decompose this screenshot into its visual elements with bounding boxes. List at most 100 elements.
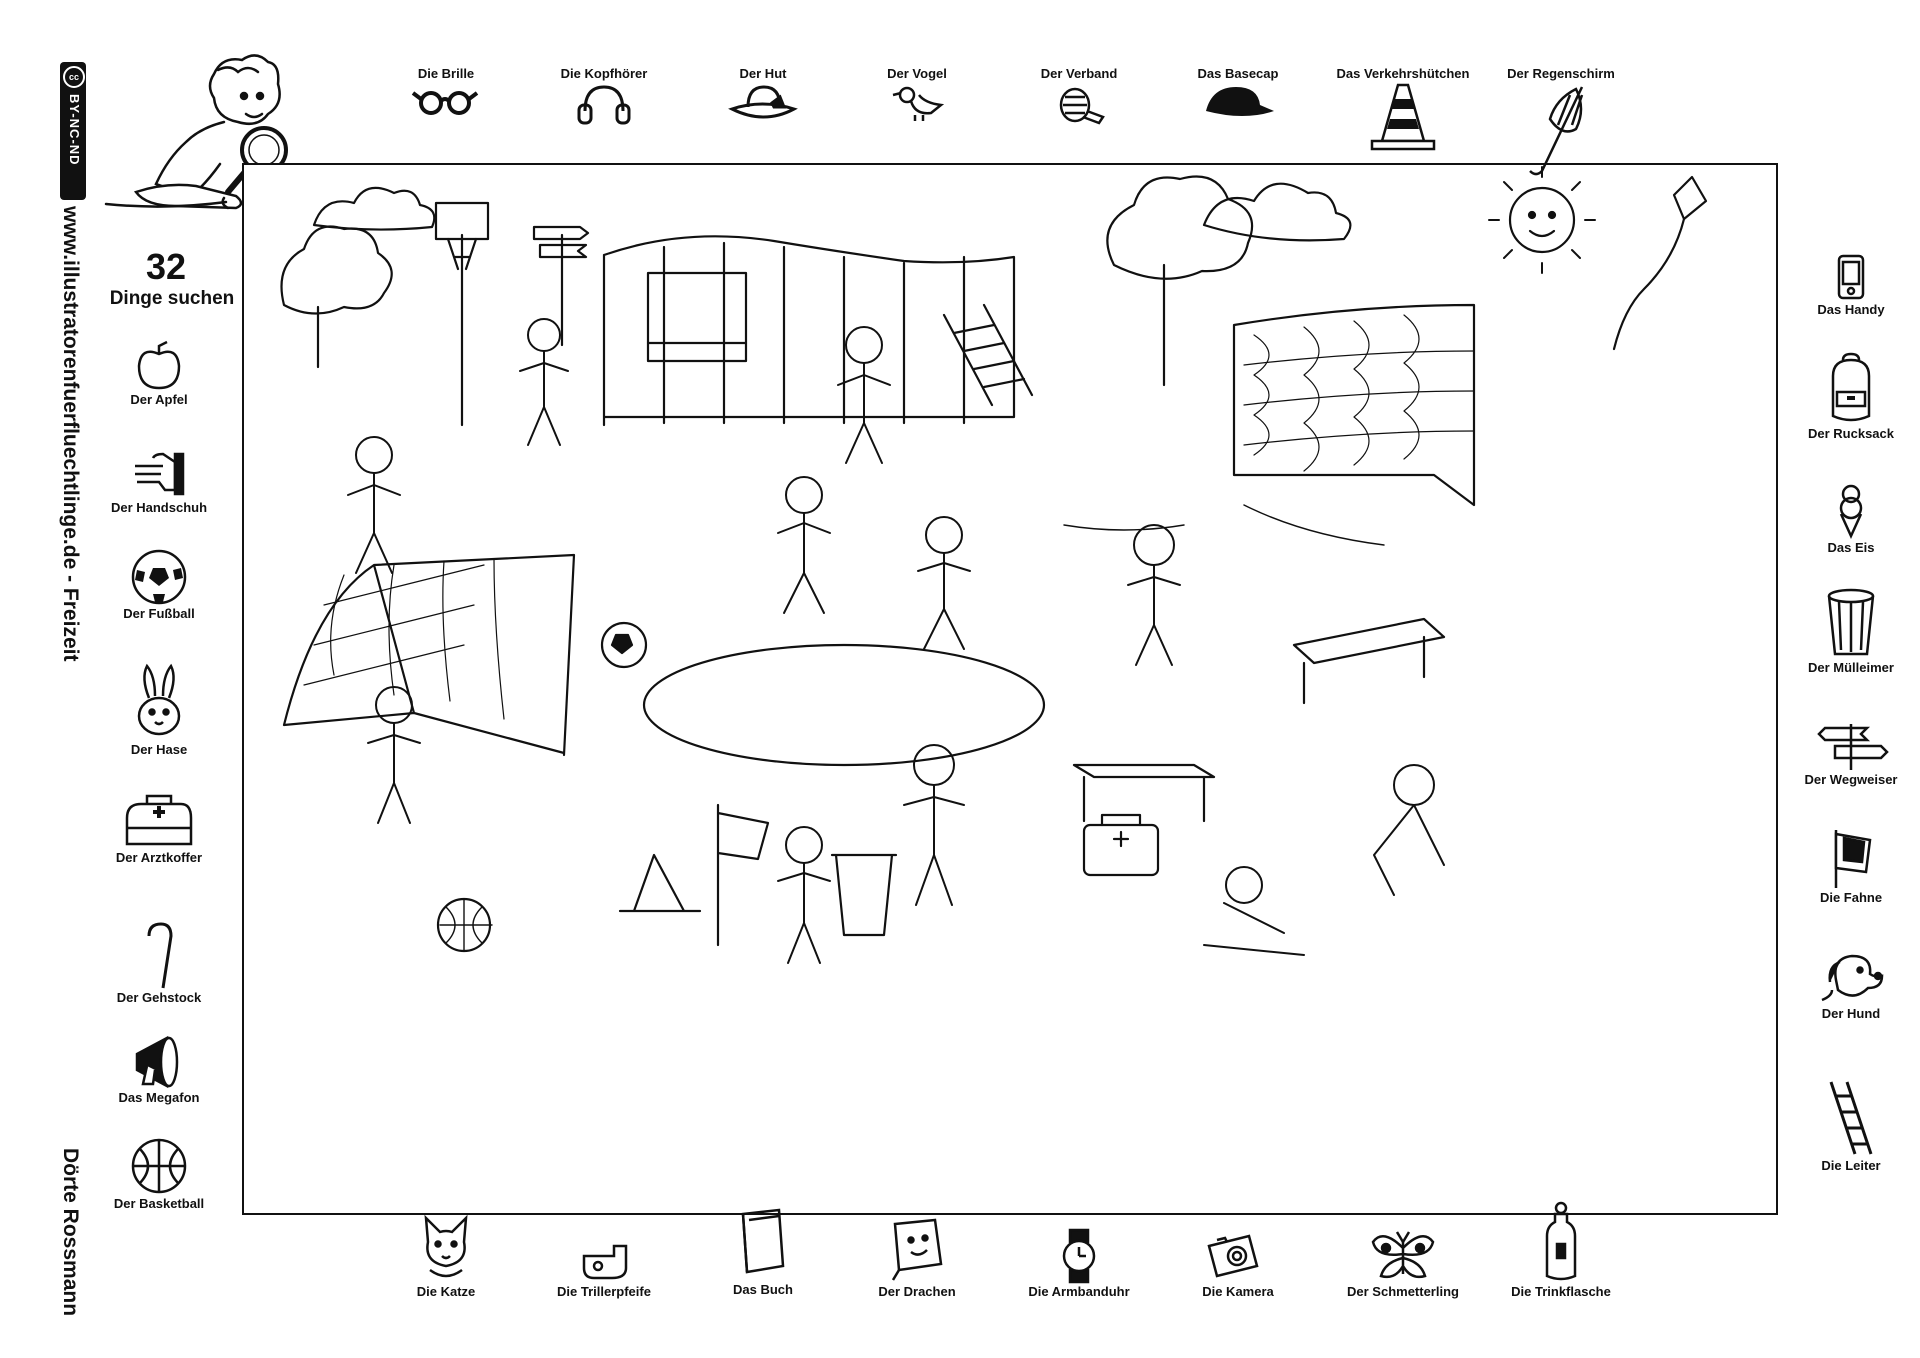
camera-icon bbox=[1207, 1234, 1259, 1278]
item-label: Die Brille bbox=[417, 66, 475, 81]
item-label: Die Leiter bbox=[1821, 1158, 1881, 1173]
phone-icon bbox=[1837, 254, 1865, 300]
cat-icon bbox=[424, 1214, 468, 1278]
ladder-icon bbox=[1829, 1081, 1873, 1155]
item-headphones[interactable]: Die Kopfhörer bbox=[529, 66, 679, 125]
item-flag[interactable]: Die Fahne bbox=[1776, 826, 1920, 905]
rabbit-icon bbox=[137, 663, 181, 736]
book-icon bbox=[741, 1208, 785, 1274]
flag-icon bbox=[1834, 830, 1872, 888]
item-water-bottle[interactable]: Die Trinkflasche bbox=[1486, 1200, 1636, 1299]
item-signpost[interactable]: Der Wegweiser bbox=[1776, 720, 1920, 787]
item-label: Die Trinkflasche bbox=[1511, 1284, 1611, 1299]
item-label: Die Trillerpfeife bbox=[557, 1284, 651, 1299]
item-glove[interactable]: Der Handschuh bbox=[84, 446, 234, 515]
glove-icon bbox=[135, 452, 185, 496]
apple-icon bbox=[137, 340, 181, 390]
cc-symbol: cc bbox=[63, 66, 85, 88]
website-text: www.illustratorenfuerfluechtlinge.de - F… bbox=[59, 206, 82, 662]
glasses-icon bbox=[411, 91, 479, 115]
hat-icon bbox=[728, 85, 798, 119]
item-kite[interactable]: Der Drachen bbox=[842, 1214, 992, 1299]
dog-icon bbox=[1821, 954, 1884, 1002]
item-label: Die Kamera bbox=[1202, 1284, 1274, 1299]
butterfly-icon bbox=[1371, 1231, 1435, 1279]
item-apple[interactable]: Der Apfel bbox=[84, 340, 234, 407]
item-label: Der Hund bbox=[1821, 1006, 1881, 1021]
item-butterfly[interactable]: Der Schmetterling bbox=[1328, 1228, 1478, 1299]
item-medical-kit[interactable]: Der Arztkoffer bbox=[84, 790, 234, 865]
item-camera[interactable]: Die Kamera bbox=[1163, 1228, 1313, 1299]
item-ice-cream[interactable]: Das Eis bbox=[1776, 482, 1920, 555]
item-label: Der Wegweiser bbox=[1804, 772, 1898, 787]
item-label: Die Kopfhörer bbox=[560, 66, 648, 81]
signpost-icon bbox=[1817, 724, 1889, 770]
item-traffic-cone[interactable]: Das Verkehrshütchen bbox=[1328, 66, 1478, 155]
item-umbrella[interactable]: Der Regenschirm bbox=[1486, 66, 1636, 177]
item-glasses[interactable]: Die Brille bbox=[371, 66, 521, 121]
ice-cream-icon bbox=[1839, 484, 1863, 540]
medical-kit-icon bbox=[125, 794, 193, 846]
cap-icon bbox=[1206, 87, 1274, 116]
item-label: Der Handschuh bbox=[110, 500, 208, 515]
water-bottle-icon bbox=[1545, 1201, 1577, 1281]
item-walking-cane[interactable]: Der Gehstock bbox=[84, 920, 234, 1005]
mascot-magnifier-boy bbox=[104, 54, 288, 210]
item-label: Das Megafon bbox=[118, 1090, 200, 1105]
item-label: Das Handy bbox=[1817, 302, 1885, 317]
item-label: Das Buch bbox=[733, 1282, 793, 1297]
item-soccer-ball[interactable]: Der Fußball bbox=[84, 548, 234, 621]
item-label: Der Regenschirm bbox=[1507, 66, 1615, 81]
item-label: Der Fußball bbox=[123, 606, 195, 621]
item-label: Der Vogel bbox=[887, 66, 947, 81]
item-label: Die Katze bbox=[416, 1284, 476, 1299]
soccer-ball-icon bbox=[131, 549, 187, 605]
item-rabbit[interactable]: Der Hase bbox=[84, 662, 234, 757]
item-label: Der Mülleimer bbox=[1808, 660, 1894, 675]
item-cat[interactable]: Die Katze bbox=[371, 1212, 521, 1299]
item-hat[interactable]: Der Hut bbox=[688, 66, 838, 125]
item-ladder[interactable]: Die Leiter bbox=[1776, 1078, 1920, 1173]
backpack-icon bbox=[1831, 352, 1871, 422]
license-badge: cc BY-NC-ND bbox=[60, 62, 86, 200]
playground-illustration bbox=[280, 166, 1708, 964]
item-book[interactable]: Das Buch bbox=[688, 1206, 838, 1297]
item-label: Der Rucksack bbox=[1808, 426, 1894, 441]
bird-icon bbox=[892, 86, 945, 121]
author-name: Dörte Rossmann bbox=[59, 1148, 82, 1317]
whistle-icon bbox=[582, 1244, 628, 1280]
wristwatch-icon bbox=[1062, 1228, 1096, 1284]
item-basketball[interactable]: Der Basketball bbox=[84, 1136, 234, 1211]
item-trash-bin[interactable]: Der Mülleimer bbox=[1776, 586, 1920, 675]
item-label: Die Fahne bbox=[1819, 890, 1883, 905]
item-label: Der Schmetterling bbox=[1347, 1284, 1459, 1299]
item-backpack[interactable]: Der Rucksack bbox=[1776, 352, 1920, 441]
kite-icon bbox=[891, 1218, 943, 1281]
item-label: Das Basecap bbox=[1197, 66, 1279, 81]
item-label: Der Hut bbox=[739, 66, 787, 81]
headphones-icon bbox=[577, 85, 631, 125]
item-label: Das Eis bbox=[1827, 540, 1875, 555]
item-label: Der Arztkoffer bbox=[115, 850, 203, 865]
umbrella-icon bbox=[1529, 86, 1584, 176]
item-label: Das Verkehrshütchen bbox=[1336, 66, 1470, 81]
item-bandage[interactable]: Der Verband bbox=[1004, 66, 1154, 125]
item-megaphone[interactable]: Das Megafon bbox=[84, 1034, 234, 1105]
item-bird[interactable]: Der Vogel bbox=[842, 66, 992, 125]
traffic-cone-icon bbox=[1370, 83, 1436, 151]
item-label: Der Drachen bbox=[878, 1284, 956, 1299]
item-phone[interactable]: Das Handy bbox=[1776, 252, 1920, 317]
item-label: Der Gehstock bbox=[116, 990, 202, 1005]
item-dog[interactable]: Der Hund bbox=[1776, 950, 1920, 1021]
item-label: Der Basketball bbox=[113, 1196, 205, 1211]
item-label: Der Apfel bbox=[130, 392, 188, 407]
item-count-label: Dinge suchen bbox=[109, 288, 235, 309]
item-wristwatch[interactable]: Die Armbanduhr bbox=[1004, 1228, 1154, 1299]
item-label: Der Hase bbox=[130, 742, 188, 757]
item-count: 32 bbox=[145, 246, 187, 287]
item-whistle[interactable]: Die Trillerpfeife bbox=[529, 1232, 679, 1299]
item-cap[interactable]: Das Basecap bbox=[1163, 66, 1313, 125]
megaphone-icon bbox=[135, 1035, 179, 1089]
walking-cane-icon bbox=[147, 922, 173, 989]
trash-bin-icon bbox=[1827, 588, 1875, 656]
